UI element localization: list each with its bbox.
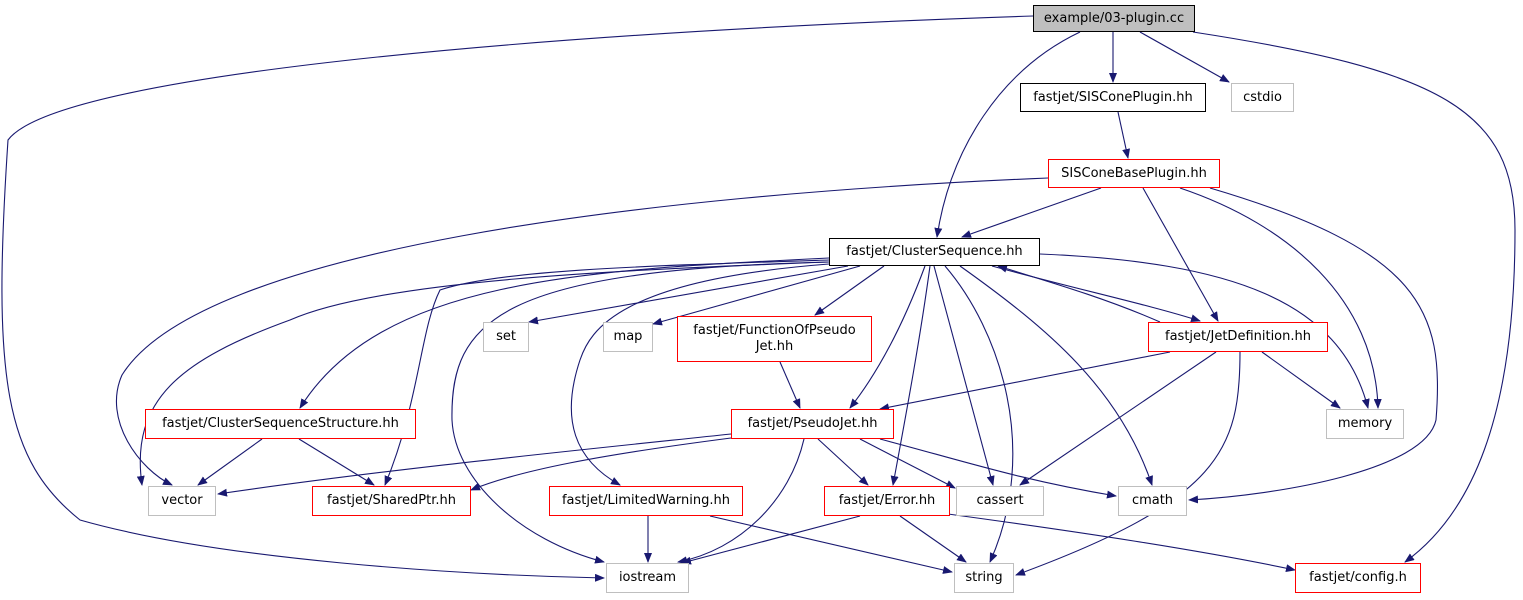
edge-pseudojet-to-sharedptr [470,437,732,491]
node-pseudojet[interactable]: fastjet/PseudoJet.hh [731,409,894,439]
edge-jetdef-to-string [1015,351,1241,576]
edge-clusterseq-to-set [528,265,849,325]
edge-clusterseq-to-jetdef [991,265,1201,323]
node-cluster-sequence[interactable]: fastjet/ClusterSequence.hh [829,238,1040,266]
edge-sisconebase-to-cmath [1188,187,1439,504]
edge-error-to-string [899,515,967,563]
edge-clusterseq-to-sharedptr [384,259,830,486]
node-siscone-plugin[interactable]: fastjet/SISConePlugin.hh [1020,83,1206,112]
node-cassert: cassert [956,486,1044,516]
node-vector: vector [148,486,216,516]
edge-clusterseq-to-functionof [814,265,885,316]
edge-clusterseq-to-iostream [451,261,830,564]
node-function-of-pseudojet[interactable]: fastjet/FunctionOfPseudo Jet.hh [677,316,872,362]
edge-pseudojet-to-iostream [677,438,805,565]
edge-jetdef-to-cassert [1019,351,1217,486]
node-siscone-base-plugin[interactable]: SISConeBasePlugin.hh [1048,159,1220,188]
edge-pseudojet-to-cassert [859,438,956,489]
node-cluster-sequence-structure[interactable]: fastjet/ClusterSequenceStructure.hh [145,409,416,439]
edge-plugin-to-iostream [1,15,1034,582]
edge-clusterseq-to-cmath [959,265,1153,486]
edge-limitedwarning-to-string [709,515,953,574]
edge-sisconebase-to-clusterseq [961,187,1102,238]
edge-jetdef-to-pseudojet [879,351,1171,412]
edge-sisconebase-to-memory [1179,187,1382,409]
edge-pseudojet-to-error [817,438,869,486]
edge-error-to-config [947,513,1296,573]
edge-clusterseq-to-pseudojet [849,265,926,409]
edge-jetdef-to-clusterseq [997,264,1161,323]
edge-functionof-to-pseudojet [779,361,801,409]
node-string: string [954,563,1014,593]
edge-plugin-to-config [1192,31,1516,563]
edge-csstructure-to-vector [197,438,263,486]
edge-layer [1,15,1516,582]
edge-pseudojet-to-cmath [879,438,1117,499]
node-iostream: iostream [606,563,689,593]
edge-clusterseq-to-map [652,265,861,326]
node-map: map [603,322,653,352]
edge-clusterseq-to-vector [136,261,830,486]
edge-jetdef-to-memory [1261,351,1341,409]
edge-error-to-iostream [681,515,861,565]
edge-clusterseq-to-string [944,265,1014,563]
edge-clusterseq-to-cassert [933,265,995,486]
node-shared-ptr[interactable]: fastjet/SharedPtr.hh [312,486,471,516]
edge-plugin-to-cstdio [1139,31,1230,83]
edge-pseudojet-to-vector [217,433,732,497]
edge-clusterseq-to-limitedwarning [570,263,830,486]
edge-plugin-to-clusterseq [934,31,1081,238]
node-cmath: cmath [1118,486,1187,516]
node-cstdio: cstdio [1231,83,1294,112]
node-memory: memory [1326,409,1404,439]
node-error[interactable]: fastjet/Error.hh [824,486,950,516]
node-plugin[interactable]: example/03-plugin.cc [1033,5,1195,32]
node-set: set [483,322,529,352]
node-config[interactable]: fastjet/config.h [1295,563,1421,593]
edge-sisconebase-to-vector [116,177,1049,486]
node-jet-definition[interactable]: fastjet/JetDefinition.hh [1148,322,1328,352]
node-limited-warning[interactable]: fastjet/LimitedWarning.hh [549,486,743,516]
edge-clusterseq-to-error [890,265,931,486]
edge-csstructure-to-sharedptr [298,438,375,486]
edge-sisconebase-to-jetdef [1142,187,1219,322]
edge-sisconeplugin-to-sisconebase [1117,111,1130,159]
edge-clusterseq-to-memory [1039,253,1370,409]
